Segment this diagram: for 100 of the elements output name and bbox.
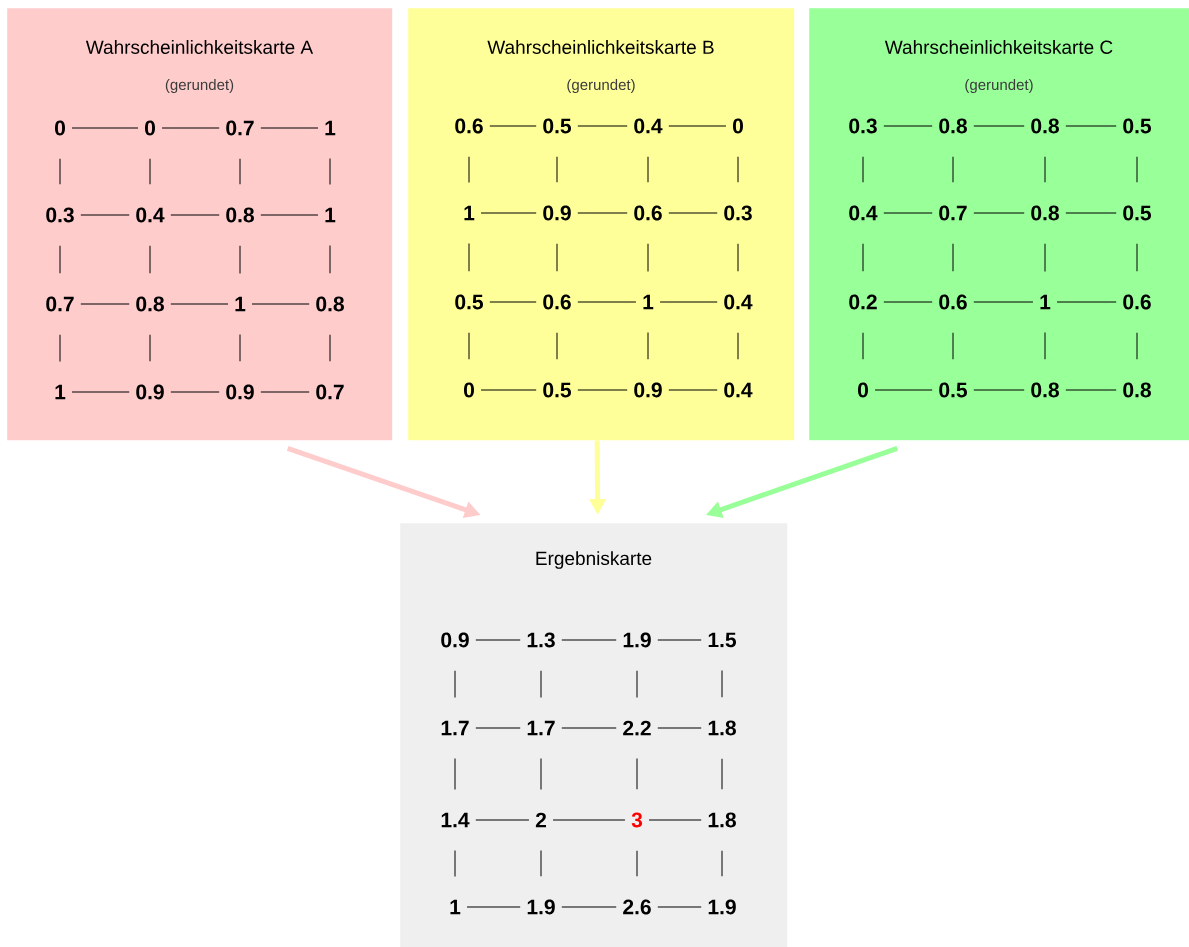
connector-line — [647, 331, 649, 360]
map-value: 1 — [325, 120, 336, 136]
connector-line — [540, 670, 542, 699]
map-value: 1.9 — [623, 632, 651, 648]
map-value: 0.8 — [1031, 118, 1059, 134]
connector-line — [71, 127, 139, 129]
connector-line — [1044, 331, 1046, 360]
connector-line — [862, 156, 864, 183]
map-value: 0.8 — [136, 296, 164, 312]
connector-line — [260, 127, 319, 129]
connector-line — [556, 332, 558, 360]
connector-line — [468, 332, 470, 360]
connector-line — [952, 332, 954, 360]
connector-line — [170, 214, 220, 216]
connector-line — [1056, 301, 1117, 303]
connector-line — [647, 156, 649, 183]
map-value: 3 — [631, 812, 643, 828]
map-value: 0 — [733, 118, 743, 134]
connector-line — [475, 727, 521, 729]
connector-line — [561, 727, 617, 729]
connector-line — [260, 391, 310, 393]
connector-line — [170, 303, 229, 305]
connector-line — [973, 301, 1034, 303]
map-value: 0.3 — [849, 118, 877, 134]
connector-line — [480, 389, 537, 391]
connector-line — [489, 125, 537, 127]
map-value: 0.3 — [46, 207, 74, 223]
connector-line — [475, 819, 530, 821]
map-value: 0.9 — [543, 205, 571, 221]
connector-line — [329, 244, 331, 274]
map-value: 0.7 — [316, 384, 344, 400]
connector-line — [636, 758, 638, 790]
connector-line — [170, 391, 220, 393]
map-value: 0.2 — [849, 294, 877, 310]
map-value: 1.8 — [708, 812, 736, 828]
connector-line — [1136, 332, 1138, 360]
map-value: 0 — [464, 382, 474, 398]
map-value: 0.8 — [939, 118, 967, 134]
connector-line — [161, 127, 220, 129]
connector-line — [657, 906, 702, 908]
map-value: 1.8 — [708, 720, 736, 736]
connector-line — [59, 334, 61, 363]
connector-line — [251, 303, 310, 305]
map-value: 0.4 — [724, 294, 753, 310]
connector-line — [489, 301, 537, 303]
connector-line — [454, 757, 456, 791]
connector-line — [577, 301, 637, 303]
map-value: 2.2 — [623, 720, 651, 736]
connector-line — [952, 243, 954, 272]
map-value: 1 — [235, 296, 246, 312]
connector-line — [577, 389, 628, 391]
map-value: 1.9 — [708, 899, 736, 915]
connector-line — [329, 334, 331, 362]
map-value: 0.6 — [455, 118, 483, 134]
map-value: 0.5 — [543, 382, 571, 398]
connector-line — [149, 245, 151, 274]
connector-line — [468, 156, 470, 184]
map-value: 0.7 — [939, 205, 967, 221]
map-value: 1.5 — [708, 632, 736, 648]
map-value: 0.5 — [939, 382, 967, 398]
connector-line — [260, 214, 319, 216]
connector-line — [466, 906, 521, 908]
connector-line — [80, 214, 130, 216]
connector-line — [648, 819, 702, 821]
connector-line — [480, 212, 537, 214]
connector-line — [737, 243, 739, 272]
map-value: 2.6 — [623, 899, 651, 915]
map-value: 0.8 — [226, 207, 254, 223]
connector-line — [552, 819, 626, 821]
connector-line — [973, 389, 1025, 391]
map-value: 0.6 — [939, 294, 967, 310]
map-value: 0.9 — [226, 384, 254, 400]
connector-line — [1136, 243, 1138, 272]
map-value: 0 — [55, 120, 65, 136]
connector-line — [454, 849, 456, 878]
connector-line — [883, 212, 933, 214]
connector-line — [883, 301, 933, 303]
map-value: 0.5 — [1123, 205, 1151, 221]
connector-line — [540, 850, 542, 877]
connector-line — [59, 158, 61, 185]
connector-line — [239, 158, 241, 185]
connector-line — [1065, 125, 1117, 127]
connector-line — [239, 333, 241, 362]
map-value: 1 — [1040, 294, 1051, 310]
map-value: 1.7 — [441, 720, 469, 736]
connector-line — [80, 303, 130, 305]
connector-line — [862, 243, 864, 272]
map-value: 0.5 — [543, 118, 571, 134]
connector-line — [973, 125, 1025, 127]
connector-line — [874, 389, 933, 391]
map-value: 0 — [858, 382, 868, 398]
connector-line — [540, 757, 542, 790]
connector-line — [721, 758, 723, 790]
connector-line — [659, 301, 718, 303]
connector-line — [1065, 389, 1117, 391]
connector-line — [329, 157, 331, 186]
connector-line — [862, 332, 864, 360]
map-value: 0.8 — [1123, 382, 1151, 398]
connector-line — [149, 334, 151, 362]
map-value: 1 — [643, 294, 654, 310]
